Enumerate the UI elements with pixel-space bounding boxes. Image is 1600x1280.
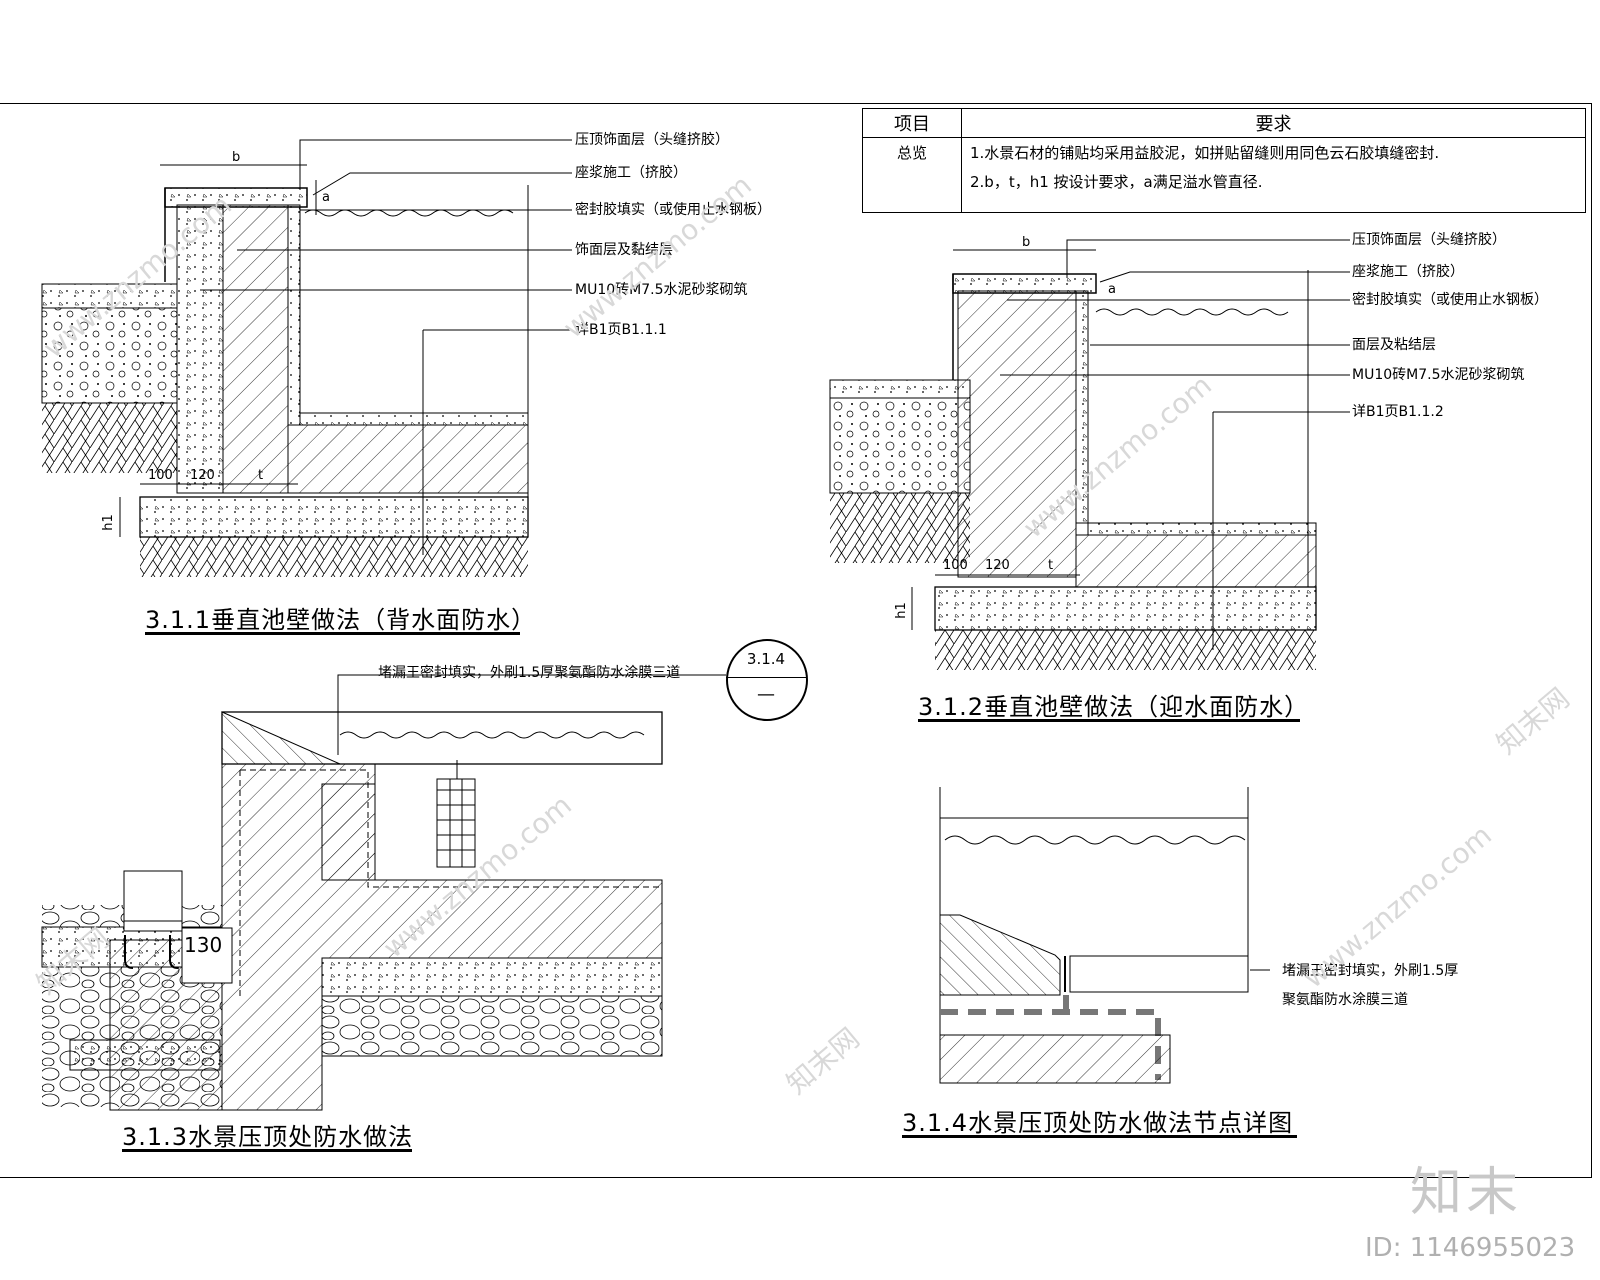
d1-label-5: MU10砖M7.5水泥砂浆砌筑 [575,282,748,298]
requirements-table: 项目 要求 总览 1.水景石材的铺贴均采用益胶泥，如拼贴留缝则用同色云石胶填缝密… [862,108,1586,213]
d4-label-line-1: 堵漏王密封填实，外刷1.5厚 [1282,963,1459,979]
d1-dim-b: b [232,150,241,165]
detail-reference-sheet: — [757,684,775,705]
row-content: 1.水景石材的铺贴均采用益胶泥，如拼贴留缝则用同色云石胶填缝密封. 2.b，t，… [961,137,1586,213]
d1-dim-h1: h1 [100,514,116,531]
requirement-line-2: 2.b，t，h1 按设计要求，a满足溢水管直径. [970,173,1263,191]
d2-dim-h1: h1 [893,602,909,619]
d1-dim-a: a [322,190,330,205]
d1-label-1: 压顶饰面层（头缝挤胶） [575,132,729,148]
image-id: ID: 1146955023 [1365,1233,1576,1263]
detail-reference-number: 3.1.4 [746,650,786,668]
d2-label-6: 详B1页B1.1.2 [1352,404,1444,420]
d1-dim-100: 100 [148,468,173,483]
d1-caption: 3.1.1垂直池壁做法（背水面防水） [145,606,537,634]
d3-dim-130: 130 [184,933,223,957]
d1-label-4: 饰面层及黏结层 [575,242,673,258]
detail-3-1-3 [41,674,726,1111]
d1-dim-120: 120 [190,468,215,483]
detail-reference-divider [726,677,806,678]
detail-3-1-2 [829,239,1350,670]
requirement-line-1: 1.水景石材的铺贴均采用益胶泥，如拼贴留缝则用同色云石胶填缝密封. [970,144,1440,162]
d2-label-2: 座浆施工（挤胶） [1352,264,1464,280]
d3-label: 堵漏王密封填实，外刷1.5厚聚氨酯防水涂膜三道 [378,665,681,681]
d2-label-5: MU10砖M7.5水泥砂浆砌筑 [1352,367,1525,383]
d2-label-3: 密封胶填实（或使用止水钢板） [1352,292,1548,308]
d1-label-2: 座浆施工（挤胶） [575,165,687,181]
d2-dim-100: 100 [943,558,968,573]
table-header-row: 项目 要求 [862,108,1586,138]
d4-caption-underline [902,1135,1297,1138]
d2-dim-a: a [1108,282,1116,297]
d2-caption-underline [918,719,1300,722]
brand-logo: 知末 [1410,1163,1523,1223]
d1-dim-t: t [258,468,264,483]
detail-3-1-1 [41,139,572,577]
d2-dim-b: b [1022,235,1031,250]
d2-caption: 3.1.2垂直池壁做法（迎水面防水） [918,693,1310,721]
d3-caption: 3.1.3水景压顶处防水做法 [122,1123,414,1151]
d2-label-1: 压顶饰面层（头缝挤胶） [1352,232,1506,248]
detail-reference-circle [726,639,808,721]
d1-label-3: 密封胶填实（或使用止水钢板） [575,202,771,218]
detail-3-1-4 [939,787,1270,1084]
d1-caption-underline [145,632,520,635]
d2-label-4: 面层及粘结层 [1352,337,1436,353]
header-item: 项目 [862,108,962,138]
drawing-frame [0,103,1592,1178]
header-requirement: 要求 [961,108,1586,138]
d3-caption-underline [122,1149,412,1152]
d4-caption: 3.1.4水景压顶处防水做法节点详图 [902,1109,1294,1137]
table-row: 总览 1.水景石材的铺贴均采用益胶泥，如拼贴留缝则用同色云石胶填缝密封. 2.b… [862,137,1586,213]
d1-label-6: 详B1页B1.1.1 [575,322,667,338]
d2-dim-120: 120 [985,558,1010,573]
d4-label-line-2: 聚氨酯防水涂膜三道 [1282,992,1408,1008]
d2-dim-t: t [1048,558,1054,573]
